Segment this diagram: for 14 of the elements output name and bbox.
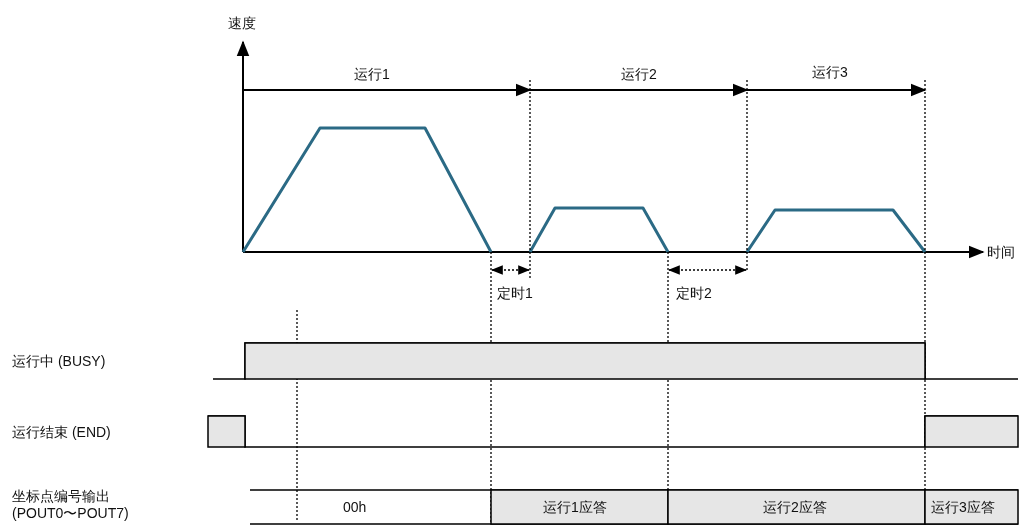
dimension-label: 定时1: [497, 285, 533, 302]
bus-value: 运行3应答: [931, 499, 995, 516]
axis-label: 速度: [228, 15, 256, 32]
dimension-label: 定时2: [676, 285, 712, 302]
span-label: 运行3: [812, 64, 848, 81]
span-label: 运行2: [621, 66, 657, 83]
signal-name: 运行中 (BUSY): [12, 353, 106, 370]
signal-name: 运行结束 (END): [12, 424, 111, 441]
signal-name: 坐标点编号输出 (POUT0〜POUT7): [12, 488, 130, 522]
span-label: 运行1: [354, 66, 390, 83]
bus-value: 运行2应答: [763, 499, 827, 516]
bus-value: 运行1应答: [543, 499, 607, 516]
axis-label: 时间: [987, 244, 1015, 261]
bus-value: 00h: [343, 499, 367, 516]
